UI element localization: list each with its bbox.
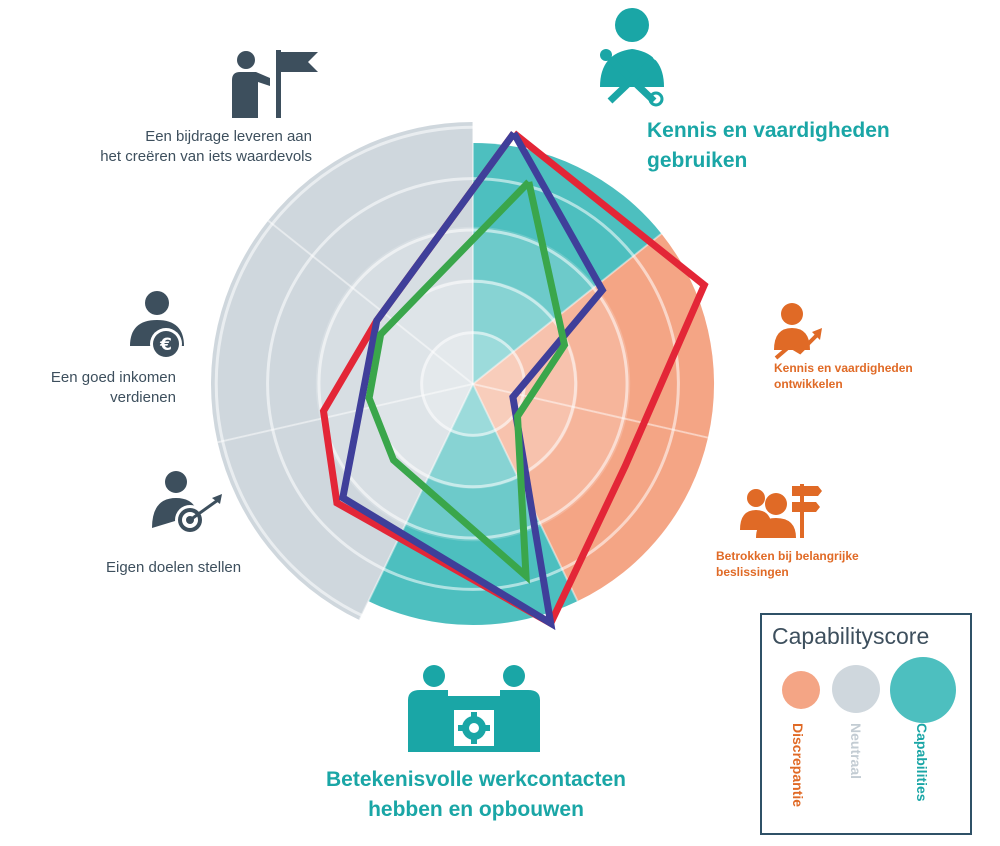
series-line-green [365, 179, 569, 584]
inner-glow-1 [420, 331, 526, 437]
target-person-icon [152, 471, 222, 535]
scale-ring-5 [214, 125, 732, 643]
label-doelen: Eigen doelen stellen [106, 559, 242, 576]
axis-divider-1 [472, 219, 679, 385]
scale-ring-3 [317, 228, 629, 540]
axis-divider-4 [358, 383, 474, 621]
legend-dot-discrepantie [782, 671, 820, 709]
legend-title: Capabilityscore [772, 623, 930, 649]
label-kennis-gebruiken: Kennis en vaardigheden gebruiken [647, 119, 890, 172]
label-beslissingen: Betrokken bij belangrijke beslissingen [716, 549, 859, 579]
segment-neutraal-5 [210, 220, 473, 443]
euro-person-icon: € [130, 291, 184, 360]
axis-divider-5 [217, 383, 474, 444]
flag-person-icon [232, 50, 318, 118]
axis-divider-6 [267, 219, 474, 385]
series-line-blue [338, 131, 607, 631]
growth-chart-person-icon [774, 303, 822, 360]
scale-ring-4 [266, 177, 680, 591]
legend-label-capabilities: Capabilities [914, 723, 930, 802]
inner-glow-2 [368, 279, 578, 489]
series-line-red [319, 130, 709, 629]
signpost-group-icon [740, 484, 822, 538]
legend-dot-neutraal [832, 665, 880, 713]
tools-person-icon [600, 8, 664, 107]
collaboration-gear-icon [408, 665, 540, 752]
legend-label-discrepantie: Discrepantie [790, 723, 806, 808]
segment-neutraal-6 [268, 122, 473, 384]
line-layer [319, 130, 709, 631]
label-kennis-ontwikkelen: Kennis en vaardigheden ontwikkelen [774, 361, 913, 391]
legend-dot-capabilities [890, 657, 956, 723]
legend: Capabilityscore Discrepantie Neutraal Ca… [760, 613, 972, 835]
label-werkcontacten: Betekenisvolle werkcontacten hebben en o… [326, 768, 626, 821]
legend-label-neutraal: Neutraal [848, 723, 864, 780]
label-inkomen: Een goed inkomen verdienen [50, 369, 176, 406]
segment-discrepantie-2 [473, 384, 708, 602]
label-bijdrage: Een bijdrage leveren aan het creëren van… [100, 128, 312, 165]
svg-text:€: € [159, 335, 172, 355]
